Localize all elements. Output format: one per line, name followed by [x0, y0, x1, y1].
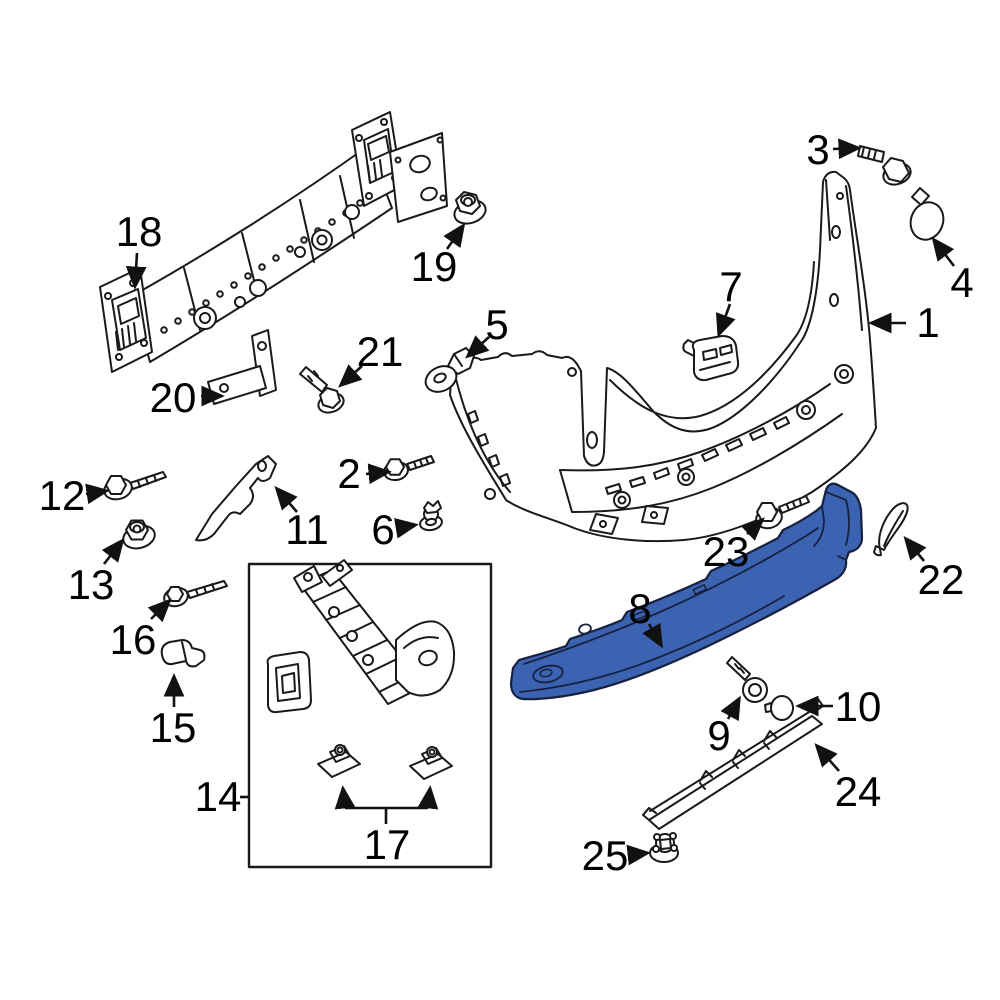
- callout-24: 24: [834, 768, 882, 815]
- bolt-2-drawing: [383, 455, 435, 482]
- nut-19-drawing: [453, 191, 487, 225]
- grommet-5-drawing: [424, 347, 475, 393]
- clip-pair-17-drawing: [317, 744, 453, 780]
- callout-18: 18: [115, 208, 163, 255]
- retainer-24-drawing: [642, 698, 824, 830]
- callout-3: 3: [806, 126, 830, 173]
- callout-10: 10: [834, 683, 882, 730]
- callout-17: 17: [363, 821, 411, 868]
- leader-arrows: [85, 138, 956, 866]
- impact-bar-drawing: [99, 111, 448, 373]
- callout-7: 7: [719, 263, 743, 310]
- callout-16: 16: [109, 616, 157, 663]
- callout-12: 12: [38, 472, 86, 519]
- bracket-20-drawing: [207, 329, 277, 405]
- callout-1: 1: [916, 299, 940, 346]
- bolt-12-drawing: [103, 471, 167, 501]
- callout-23: 23: [702, 528, 750, 575]
- trim-22-drawing: [873, 502, 909, 557]
- callout-11: 11: [285, 506, 329, 553]
- callout-9: 9: [707, 712, 731, 759]
- nut-25-drawing: [649, 832, 679, 863]
- callout-8: 8: [628, 585, 652, 632]
- callout-2: 2: [337, 450, 361, 497]
- callout-15: 15: [149, 704, 197, 751]
- callout-14: 14: [194, 773, 242, 820]
- clip-15-drawing: [160, 639, 206, 668]
- bolt-3-drawing: [857, 145, 912, 186]
- lower-deflector-drawing: [509, 482, 864, 701]
- callout-25: 25: [581, 832, 629, 879]
- callout-6: 6: [371, 506, 395, 553]
- callout-21: 21: [356, 328, 404, 375]
- tow-hook-drawing: [726, 656, 768, 703]
- bolt-21-drawing: [299, 366, 345, 414]
- callout-22: 22: [917, 556, 965, 603]
- cap-4-drawing: [909, 187, 945, 241]
- cap-10-drawing: [764, 695, 794, 721]
- nut-13-drawing: [122, 519, 156, 550]
- bolt-16-drawing: [163, 580, 228, 608]
- callout-19: 19: [410, 243, 458, 290]
- bracket-assembly-box: [247, 559, 493, 869]
- callout-5: 5: [485, 301, 509, 348]
- clip-7-drawing: [682, 335, 740, 382]
- clip-6-drawing: [419, 500, 443, 532]
- callout-13: 13: [67, 561, 115, 608]
- bumper-cover-drawing: [449, 170, 877, 543]
- callout-20: 20: [149, 374, 197, 421]
- callout-4: 4: [950, 259, 974, 306]
- bracket-11-drawing: [195, 455, 277, 542]
